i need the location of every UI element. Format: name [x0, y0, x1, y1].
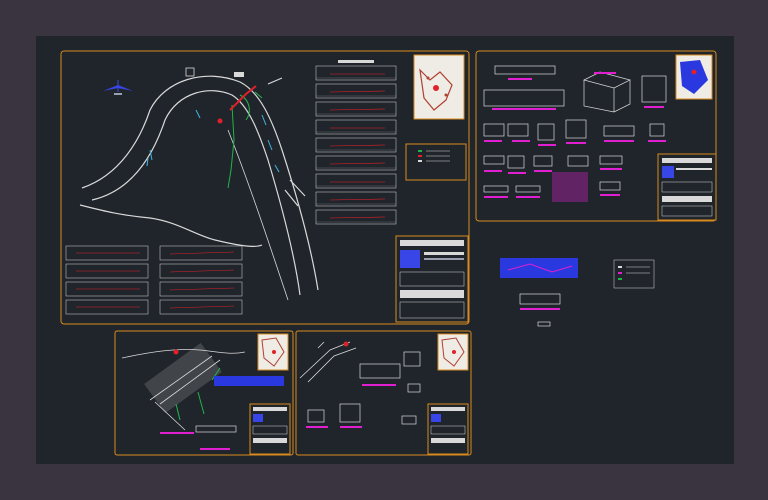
- profile-tables-bottom: [65, 245, 243, 315]
- section-a-label-blue: [214, 376, 284, 386]
- section-b-marker: [343, 341, 349, 347]
- section-a-platform: [144, 342, 222, 414]
- section-a-caption-2: [200, 448, 230, 450]
- location-map-icon: [257, 333, 289, 371]
- detail-labels: [484, 72, 666, 202]
- section-a-caption: [160, 432, 194, 434]
- section-b-caption-2: [306, 426, 328, 428]
- access-road: [227, 129, 289, 301]
- title-block-icon: [395, 235, 469, 323]
- location-map-icon: [413, 54, 465, 120]
- road-alignment: [79, 75, 319, 296]
- loose-detail-profile: [500, 258, 578, 327]
- section-b-alignment: [299, 341, 357, 383]
- water-features: [146, 109, 280, 173]
- work-zone-highlight: [217, 85, 257, 124]
- section-a-marker: [173, 349, 179, 355]
- marker-box: [185, 67, 195, 77]
- sheet-plan-section-b: [295, 330, 472, 456]
- section-b-caption-3: [340, 426, 362, 428]
- section-a-alignment: [121, 349, 246, 431]
- title-block-icon: [427, 403, 469, 455]
- structure-details: [483, 65, 667, 193]
- sheet-details-structures: [475, 50, 717, 222]
- cad-drawing-canvas: [36, 36, 734, 464]
- sheet-plan-general: [60, 50, 470, 325]
- sheet-plan-section-a: [114, 330, 294, 456]
- section-b-caption: [362, 384, 396, 386]
- section-b-details: [307, 351, 421, 425]
- title-block-icon: [657, 153, 717, 221]
- label-tag: [234, 72, 244, 77]
- legend-icon: [405, 143, 467, 181]
- location-map-icon: [675, 54, 713, 100]
- loose-legend: [613, 259, 655, 289]
- title-block-icon: [249, 403, 291, 455]
- section-a-vegetation: [175, 367, 221, 421]
- profile-tables-column: [315, 60, 397, 225]
- section-a-cross-section: [195, 425, 237, 433]
- location-map-icon: [437, 333, 469, 371]
- north-arrow-icon: [103, 80, 133, 95]
